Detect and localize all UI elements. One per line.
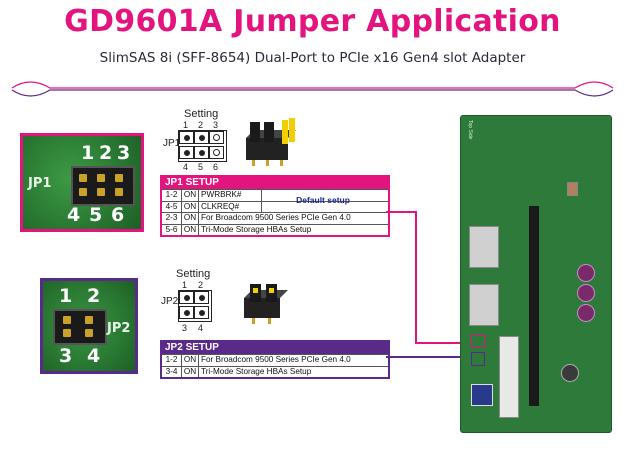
jp2-setup-table: JP2 SETUP 1-2 ON For Broadcom 9500 Serie… xyxy=(160,340,390,379)
jp1-photo-pin-4: 4 xyxy=(67,204,81,226)
jp2-setup-header: JP2 SETUP xyxy=(162,342,388,354)
board-side-label: Top Side xyxy=(467,120,473,140)
jp1-leader-line xyxy=(386,211,416,213)
row-pins: 1-2 xyxy=(162,355,182,366)
page-subtitle: SlimSAS 8i (SFF-8654) Dual-Port to PCIe … xyxy=(99,50,526,66)
jp2-schem-pin-3: 3 xyxy=(182,323,188,333)
row-desc: Tri-Mode Storage HBAs Setup xyxy=(201,224,312,234)
jp2-photo-pin-3: 3 xyxy=(59,345,73,367)
power-connector xyxy=(499,336,519,418)
jp1-photo-pin-2: 2 xyxy=(99,142,113,164)
default-setup-note: Default setup xyxy=(296,195,350,205)
jp1-photo-pin-5: 5 xyxy=(89,204,103,226)
row-pins: 3-4 xyxy=(162,366,182,377)
jp1-schem-pin-4: 4 xyxy=(183,162,189,172)
row-pins: 2-3 xyxy=(162,213,182,224)
jp1-photo-pin-6: 6 xyxy=(111,204,125,226)
jp2-location-highlight xyxy=(471,352,485,366)
row-state: ON xyxy=(182,224,199,235)
capacitor xyxy=(577,284,595,302)
slimsas-port-2 xyxy=(469,284,499,326)
jp2-photo-pin-4: 4 xyxy=(87,345,101,367)
jp1-jumper-3d-illustration xyxy=(246,118,296,166)
jp1-photo-pin-3: 3 xyxy=(117,142,131,164)
table-row: 2-3 ON For Broadcom 9500 Series PCIe Gen… xyxy=(162,212,388,224)
row-desc: For Broadcom 9500 Series PCIe Gen 4.0 xyxy=(201,213,351,222)
table-row: 3-4 ON Tri-Mode Storage HBAs Setup xyxy=(162,365,388,377)
jp1-location-highlight xyxy=(471,334,485,348)
page-title: GD9601A Jumper Application xyxy=(64,4,561,39)
jp1-header-block xyxy=(71,166,135,206)
capacitor xyxy=(561,364,579,382)
pcie-x16-slot xyxy=(529,206,539,406)
jp2-photo-label: JP2 xyxy=(107,321,131,336)
jp1-photo-pin-1: 1 xyxy=(81,142,95,164)
jp2-photo-pin-2: 2 xyxy=(87,285,101,307)
jp1-schem-label: JP1 xyxy=(163,138,181,149)
row-state: ON xyxy=(182,213,199,224)
jp2-photo: 1 2 JP2 3 4 xyxy=(40,278,138,374)
row-state: ON xyxy=(182,366,199,377)
row-desc: Tri-Mode Storage HBAs Setup xyxy=(201,366,312,376)
slimsas-port-1 xyxy=(469,226,499,268)
button-switch xyxy=(567,182,578,196)
jp1-setup-header: JP1 SETUP xyxy=(162,177,388,189)
jp1-setting-title: Setting xyxy=(184,108,219,120)
jp2-schem-label: JP2 xyxy=(161,296,179,307)
jp1-leader-line-vertical xyxy=(415,211,417,343)
jp1-photo-label: JP1 xyxy=(28,176,52,191)
table-row: 5-6 ON Tri-Mode Storage HBAs Setup xyxy=(162,223,388,235)
jp1-jumper-schematic xyxy=(178,130,227,162)
row-state: ON xyxy=(182,201,199,212)
jp2-photo-pin-1: 1 xyxy=(59,285,73,307)
row-state: ON xyxy=(182,355,199,366)
jp1-schem-pin-2: 2 xyxy=(198,120,204,130)
jp1-photo: 1 2 3 JP1 4 5 6 xyxy=(20,133,144,232)
table-row: 4-5 ON CLKREQ# xyxy=(162,200,388,212)
jp1-schem-pin-5: 5 xyxy=(198,162,204,172)
jp2-schem-pin-1: 1 xyxy=(182,280,188,290)
decorative-divider xyxy=(11,81,614,97)
jp1-leader-line-end xyxy=(415,342,468,344)
jp2-setting-title: Setting xyxy=(176,268,211,280)
table-row: 1-2 ON For Broadcom 9500 Series PCIe Gen… xyxy=(162,354,388,366)
jp1-schem-pin-3: 3 xyxy=(213,120,219,130)
jp1-setup-table: JP1 SETUP 1-2 ON PWRBRK# 4-5 ON CLKREQ# … xyxy=(160,175,390,237)
row-desc: CLKREQ# xyxy=(199,201,262,212)
jp2-schem-pin-4: 4 xyxy=(198,323,204,333)
row-pins: 1-2 xyxy=(162,190,182,201)
jp1-schem-pin-1: 1 xyxy=(183,120,189,130)
jp2-jumper-schematic xyxy=(178,290,212,322)
jp2-jumper-3d-illustration xyxy=(244,284,288,324)
gd9601a-board: Top Side xyxy=(460,115,612,433)
row-state: ON xyxy=(182,190,199,201)
jp2-leader-line xyxy=(386,356,468,358)
table-row: 1-2 ON PWRBRK# xyxy=(162,189,388,201)
row-pins: 4-5 xyxy=(162,201,182,212)
capacitor xyxy=(577,304,595,322)
row-desc: For Broadcom 9500 Series PCIe Gen 4.0 xyxy=(201,355,351,364)
row-desc: PWRBRK# xyxy=(199,190,262,201)
capacitor xyxy=(577,264,595,282)
jp2-header-block xyxy=(53,309,107,345)
jp1-schem-pin-6: 6 xyxy=(213,162,219,172)
row-pins: 5-6 xyxy=(162,224,182,235)
led-block xyxy=(471,384,493,406)
jp2-schem-pin-2: 2 xyxy=(198,280,204,290)
